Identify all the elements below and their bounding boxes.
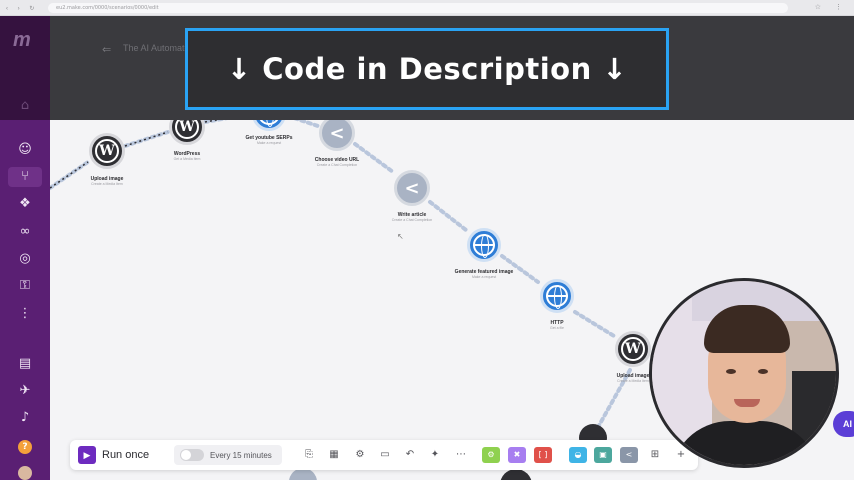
router-chip-icon[interactable]: < — [620, 447, 638, 463]
banner-text: ↓ Code in Description ↓ — [226, 52, 628, 86]
home-icon[interactable]: ⌂ — [20, 98, 30, 113]
webcam-person-hair — [704, 305, 790, 353]
run-once-label: Run once — [102, 449, 150, 461]
module-choose-video-url[interactable]: < — [319, 120, 355, 151]
gear-chip-icon[interactable]: ⚙ — [482, 447, 500, 463]
play-icon: ▶ — [78, 446, 96, 464]
connection-line — [500, 254, 540, 284]
connection-line — [293, 120, 320, 128]
bell-icon[interactable]: ♪ — [20, 410, 30, 425]
module-sublabel: Make a request — [471, 275, 497, 279]
wordpress-icon: W — [95, 139, 119, 163]
module-write-article[interactable]: < — [394, 170, 430, 206]
tools-chip-icon[interactable]: ✖ — [508, 447, 526, 463]
module-http[interactable] — [540, 279, 574, 313]
book-icon[interactable]: ▤ — [18, 356, 32, 371]
partial-module-node[interactable] — [500, 469, 532, 480]
module-label: HTTP — [550, 320, 564, 326]
module-sublabel: Make a request — [256, 141, 282, 145]
module-sublabel: Create a Media Item — [617, 379, 649, 383]
module-label: Upload image — [90, 176, 124, 182]
puzzle-icon[interactable]: ❖ — [19, 196, 31, 211]
nav-buttons-icon[interactable]: ‹ › ↻ — [6, 6, 39, 12]
connection-line — [573, 310, 616, 338]
module-label: Choose video URL — [314, 157, 360, 163]
magic-wand-icon[interactable]: ✦ — [430, 449, 440, 460]
globe-icon — [473, 234, 495, 258]
data-chip-icon[interactable]: ▣ — [594, 447, 612, 463]
users-icon[interactable]: ☺ — [18, 142, 32, 157]
help-icon[interactable]: ? — [18, 440, 32, 454]
openai-chip-icon[interactable]: ◒ — [569, 447, 587, 463]
module-label: Write article — [397, 212, 427, 218]
sidebar: m ⌂ ☺ ⑂ ❖ ∞ ◎ ⚿ ⋮ ▤ ✈ ♪ ? — [0, 16, 50, 480]
module-sublabel: Create a Chat Completion — [391, 218, 433, 222]
browser-toolbar: ‹ › ↻ eu2.make.com/0000/scenarios/0000/e… — [0, 0, 854, 16]
ai-assistant-button[interactable]: AI — [833, 411, 854, 437]
module-label: WordPress — [173, 151, 201, 157]
module-generate-featured-image[interactable] — [467, 228, 501, 262]
webcam-person-eye — [726, 369, 736, 374]
avatar[interactable] — [18, 466, 32, 480]
share-icon[interactable]: ⑂ — [8, 167, 42, 187]
module-label: Upload image — [616, 373, 650, 379]
cursor-icon: ↖ — [397, 232, 404, 241]
link-icon[interactable]: ∞ — [19, 224, 31, 239]
flow-chip-icon[interactable]: [ ] — [534, 447, 552, 463]
module-label: Get youtube SERPs — [245, 135, 293, 141]
undo-icon[interactable]: ↶ — [405, 449, 415, 460]
webcam-overlay — [649, 278, 839, 468]
run-once-button[interactable]: ▶ Run once — [78, 446, 149, 464]
openrouter-icon: < — [329, 122, 345, 144]
browser-actions-icon[interactable]: ☆ ⋮ — [814, 4, 848, 11]
more-icon[interactable]: ⋯ — [456, 449, 466, 460]
scenario-toolbar: ▶ Run once Every 15 minutes ⎘ ▦ ⚙ ▭ ↶ ✦ … — [70, 440, 698, 470]
schedule-toggle[interactable] — [180, 449, 204, 461]
address-bar[interactable]: eu2.make.com/0000/scenarios/0000/edit — [48, 3, 788, 13]
make-logo-icon[interactable]: m — [13, 29, 31, 51]
sidebar-header — [0, 16, 50, 120]
more-icon[interactable]: ⋮ — [18, 306, 32, 321]
module-sublabel: Get a file — [549, 326, 565, 330]
globe-icon — [258, 120, 280, 127]
settings-icon[interactable]: ⚙ — [355, 449, 365, 460]
table-icon[interactable]: ▦ — [329, 449, 339, 460]
module-sublabel: Create a Chat Completion — [316, 163, 358, 167]
notes-icon[interactable]: ▭ — [380, 449, 390, 460]
rocket-icon[interactable]: ✈ — [19, 383, 31, 398]
module-sublabel: Create a Media Item — [91, 182, 123, 186]
module-upload-image-2[interactable]: W — [615, 331, 651, 367]
webcam-person-mouth — [734, 399, 760, 407]
connection-lines — [50, 120, 632, 480]
back-arrow-icon[interactable]: ⇐ — [102, 44, 112, 56]
webcam-person-eye — [758, 369, 768, 374]
openrouter-icon: < — [404, 177, 420, 199]
globe-icon[interactable]: ◎ — [19, 251, 31, 266]
module-upload-image-1[interactable]: W — [89, 133, 125, 169]
connection-line — [203, 120, 228, 124]
connection-line — [353, 142, 395, 174]
partial-module-node[interactable] — [289, 468, 317, 480]
connection-line — [123, 130, 170, 148]
module-label: Generate featured image — [454, 269, 514, 275]
schedule-control[interactable]: Every 15 minutes — [174, 445, 282, 465]
save-icon[interactable]: ⎘ — [305, 449, 313, 460]
key-icon[interactable]: ⚿ — [20, 278, 30, 293]
connection-line — [428, 200, 468, 232]
wordpress-icon: W — [175, 120, 199, 139]
wordpress-icon: W — [621, 337, 645, 361]
module-sublabel: Get a Media Item — [173, 157, 201, 161]
connection-line — [50, 160, 90, 190]
schedule-label: Every 15 minutes — [210, 450, 272, 460]
globe-icon — [546, 285, 568, 309]
code-in-description-banner: ↓ Code in Description ↓ — [185, 28, 669, 110]
